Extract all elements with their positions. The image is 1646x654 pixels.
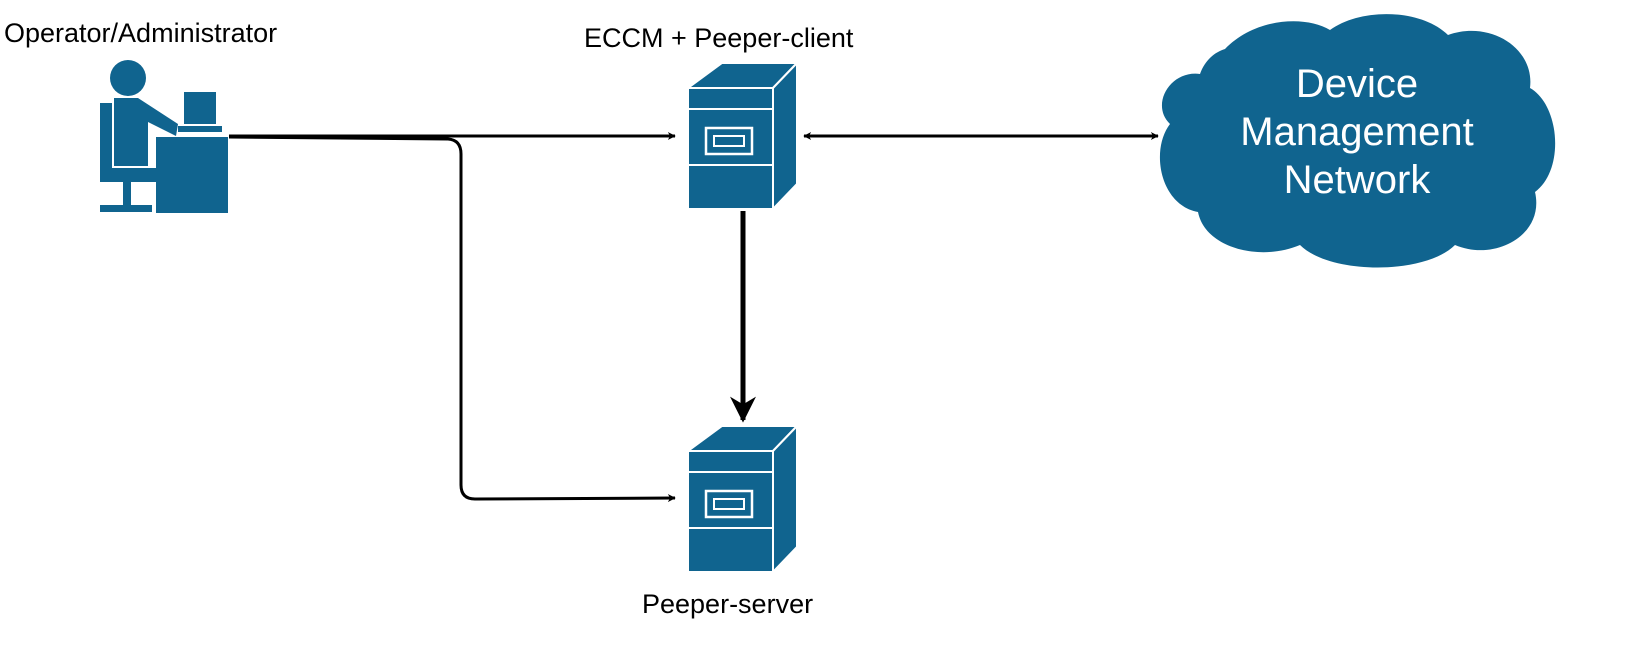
- device-management-network-cloud: [1159, 14, 1556, 268]
- peeper-server-label: Peeper-server: [642, 589, 814, 619]
- edge-operator-to-peeper-server: [228, 135, 676, 503]
- operator-label: Operator/Administrator: [4, 18, 278, 48]
- user-at-workstation-icon: [100, 60, 228, 213]
- cloud-label: Device Management Network: [1167, 60, 1547, 204]
- cloud-label-line: Management: [1240, 110, 1474, 154]
- eccm-server-icon: [687, 62, 798, 210]
- peeper-server-icon: [687, 425, 798, 573]
- eccm-label: ECCM + Peeper-client: [584, 23, 854, 53]
- cloud-label-line: Device: [1295, 62, 1419, 106]
- cloud-label-line: Network: [1283, 158, 1431, 202]
